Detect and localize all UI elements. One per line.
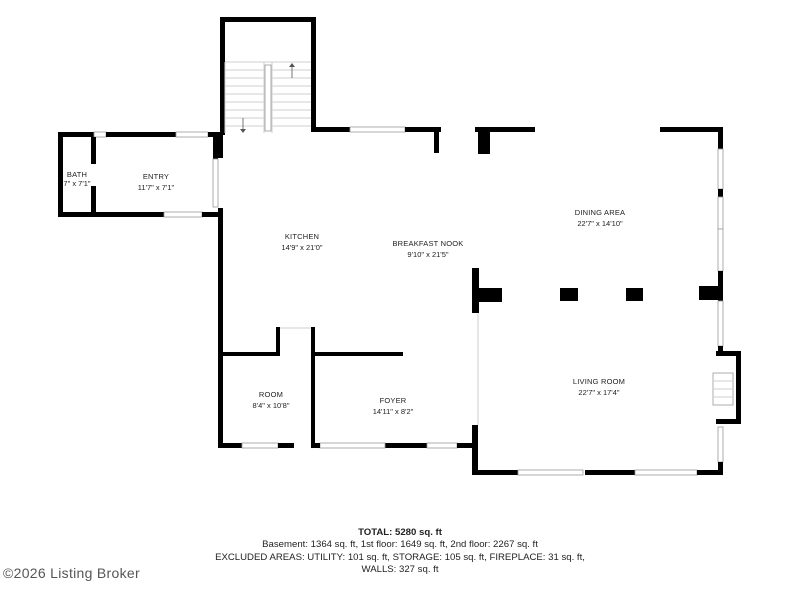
room-label-bath: BATH 7" x 7'1"	[63, 170, 91, 188]
floor-breakdown: Basement: 1364 sq. ft, 1st floor: 1649 s…	[262, 539, 538, 551]
room-dimensions: 9'10" x 21'5"	[407, 250, 448, 259]
room-name: KITCHEN	[285, 232, 319, 241]
room-dimensions: 22'7" x 14'10"	[577, 219, 623, 228]
room-name: BATH	[67, 170, 87, 179]
room-label-kitchen: KITCHEN 14'9" x 21'0"	[281, 232, 322, 252]
room-dimensions: 7" x 7'1"	[63, 179, 91, 188]
south-wall	[220, 425, 723, 476]
room-name: DINING AREA	[575, 208, 626, 217]
east-wall	[712, 127, 741, 475]
excluded-areas: EXCLUDED AREAS: UTILITY: 101 sq. ft, STO…	[215, 551, 585, 563]
room-dimensions: 22'7" x 17'4"	[578, 388, 619, 397]
room-label-foyer: FOYER 14'11" x 8'2"	[373, 396, 414, 416]
walls-area: WALLS: 327 sq. ft	[361, 564, 439, 576]
area-summary: TOTAL: 5280 sq. ft Basement: 1364 sq. ft…	[0, 527, 800, 577]
room-dimensions: 14'9" x 21'0"	[281, 243, 322, 252]
room-label-dining-area: DINING AREA 22'7" x 14'10"	[575, 208, 626, 228]
entry-annex	[58, 131, 223, 218]
room-name: BREAKFAST NOOK	[392, 239, 463, 248]
room-name: LIVING ROOM	[573, 377, 625, 386]
room-label-breakfast-nook: BREAKFAST NOOK 9'10" x 21'5"	[392, 239, 463, 259]
listing-watermark: ©2026 Listing Broker	[3, 565, 140, 581]
stairs	[224, 61, 311, 133]
fireplace	[712, 351, 741, 424]
room-label-room: ROOM 8'4" x 10'8"	[253, 390, 290, 410]
room-label-living-room: LIVING ROOM 22'7" x 17'4"	[573, 377, 625, 397]
north-wall	[316, 126, 723, 154]
room-dimensions: 14'11" x 8'2"	[373, 407, 414, 416]
room-name: ROOM	[259, 390, 283, 399]
total-area: TOTAL: 5280 sq. ft	[358, 527, 442, 538]
room-name: FOYER	[380, 396, 407, 405]
room-label-entry: ENTRY 11'7" x 7'1"	[138, 172, 175, 192]
room-name: ENTRY	[143, 172, 169, 181]
west-wall	[218, 132, 223, 448]
room-dimensions: 8'4" x 10'8"	[253, 401, 290, 410]
interior-walls	[223, 268, 723, 448]
stair-tower	[220, 17, 316, 135]
room-dimensions: 11'7" x 7'1"	[138, 183, 175, 192]
